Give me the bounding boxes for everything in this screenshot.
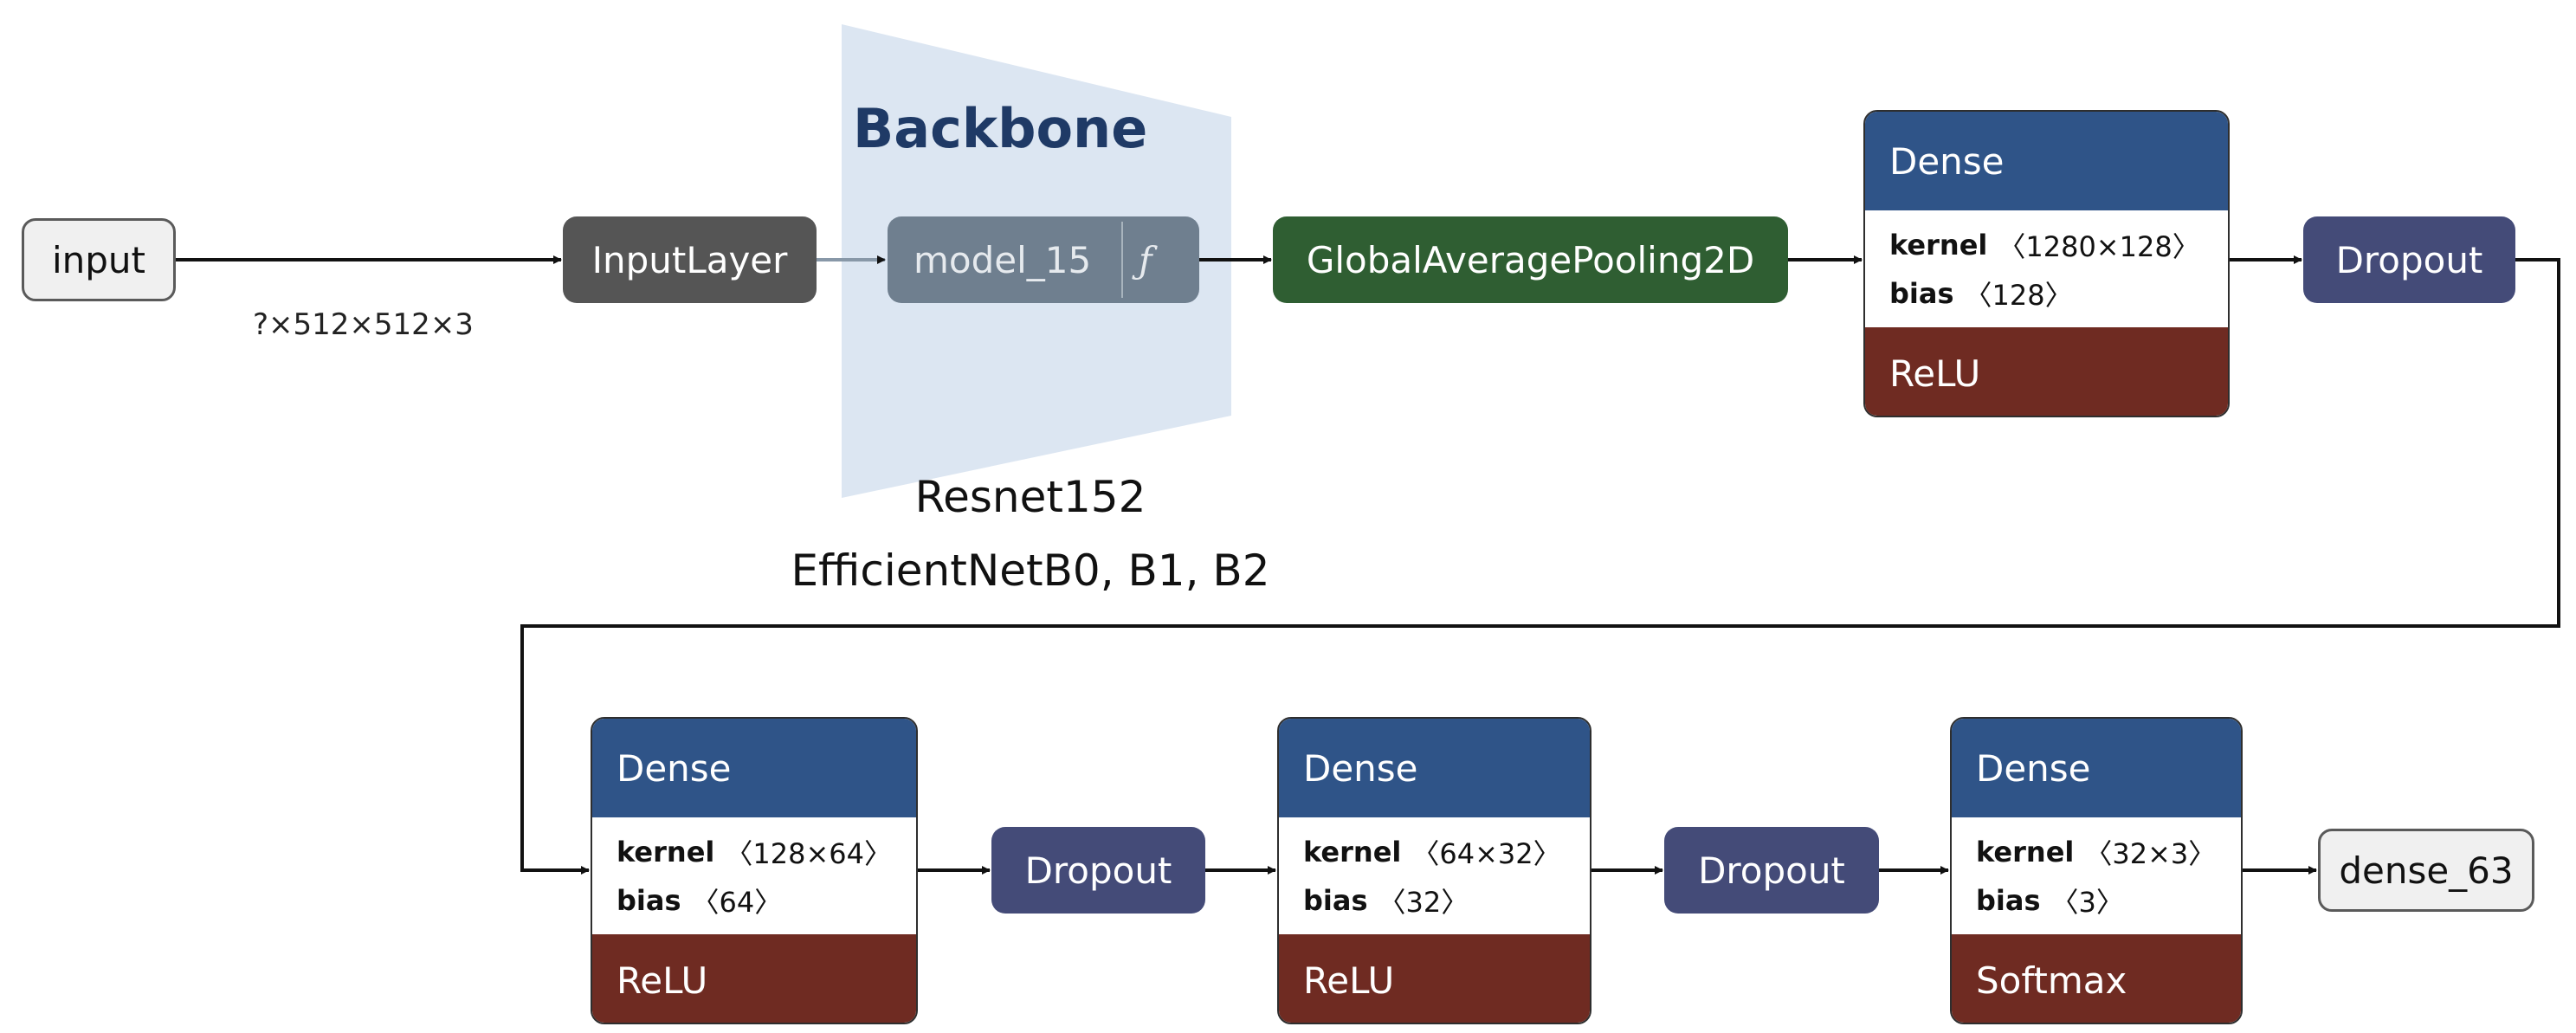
bias-value: 〈128〉 (1964, 278, 2073, 312)
bias-value: 〈3〉 (2050, 885, 2124, 919)
inputlayer-node[interactable]: InputLayer (563, 216, 817, 303)
dense-activation: Softmax (1952, 934, 2241, 1023)
kernel-key: kernel (1976, 835, 2075, 868)
input-node[interactable]: input (22, 218, 176, 301)
dropout-node-3[interactable]: Dropout (1664, 827, 1879, 914)
dense-params: kernel 〈1280×128〉 bias 〈128〉 (1865, 210, 2228, 327)
kernel-key: kernel (617, 835, 715, 868)
dense-activation: ReLU (1865, 327, 2228, 416)
kernel-key: kernel (1889, 228, 1988, 261)
bias-key: bias (1303, 883, 1368, 917)
bias-key: bias (1976, 883, 2041, 917)
dense-header: Dense (1279, 719, 1590, 817)
dense-node-4[interactable]: Dense kernel 〈32×3〉 bias 〈3〉 Softmax (1950, 717, 2243, 1024)
function-icon: ƒ (1139, 238, 1152, 281)
kernel-value: 〈128×64〉 (725, 836, 892, 870)
model-15-label: model_15 (914, 238, 1092, 281)
dense-node-1[interactable]: Dense kernel 〈1280×128〉 bias 〈128〉 ReLU (1863, 110, 2230, 417)
output-node[interactable]: dense_63 (2318, 829, 2534, 912)
dense-header: Dense (592, 719, 916, 817)
backbone-title: Backbone (853, 97, 1148, 160)
kernel-value: 〈32×3〉 (2084, 836, 2217, 870)
kernel-value: 〈1280×128〉 (1998, 229, 2200, 263)
bias-key: bias (617, 883, 681, 917)
backbone-caption-line2: EfficientNetB0, B1, B2 (791, 546, 1270, 596)
bias-value: 〈64〉 (691, 885, 783, 919)
dense-params: kernel 〈64×32〉 bias 〈32〉 (1279, 817, 1590, 934)
kernel-key: kernel (1303, 835, 1402, 868)
dense-node-3[interactable]: Dense kernel 〈64×32〉 bias 〈32〉 ReLU (1277, 717, 1591, 1024)
dense-params: kernel 〈32×3〉 bias 〈3〉 (1952, 817, 2241, 934)
input-shape-label: ?×512×512×3 (253, 307, 474, 342)
dropout-node-2[interactable]: Dropout (991, 827, 1205, 914)
dense-header: Dense (1865, 112, 2228, 210)
dense-params: kernel 〈128×64〉 bias 〈64〉 (592, 817, 916, 934)
model-15-separator (1121, 222, 1123, 298)
backbone-caption-line1: Resnet152 (914, 472, 1146, 522)
global-average-pooling-node[interactable]: GlobalAveragePooling2D (1273, 216, 1788, 303)
bias-value: 〈32〉 (1378, 885, 1469, 919)
bias-key: bias (1889, 276, 1954, 310)
dense-activation: ReLU (1279, 934, 1590, 1023)
dense-activation: ReLU (592, 934, 916, 1023)
dropout-node-1[interactable]: Dropout (2303, 216, 2515, 303)
dense-header: Dense (1952, 719, 2241, 817)
dense-node-2[interactable]: Dense kernel 〈128×64〉 bias 〈64〉 ReLU (591, 717, 918, 1024)
kernel-value: 〈64×32〉 (1411, 836, 1561, 870)
edge-dropout1-to-dense2 (520, 258, 2560, 875)
model-15-node[interactable]: model_15 ƒ (888, 216, 1199, 303)
